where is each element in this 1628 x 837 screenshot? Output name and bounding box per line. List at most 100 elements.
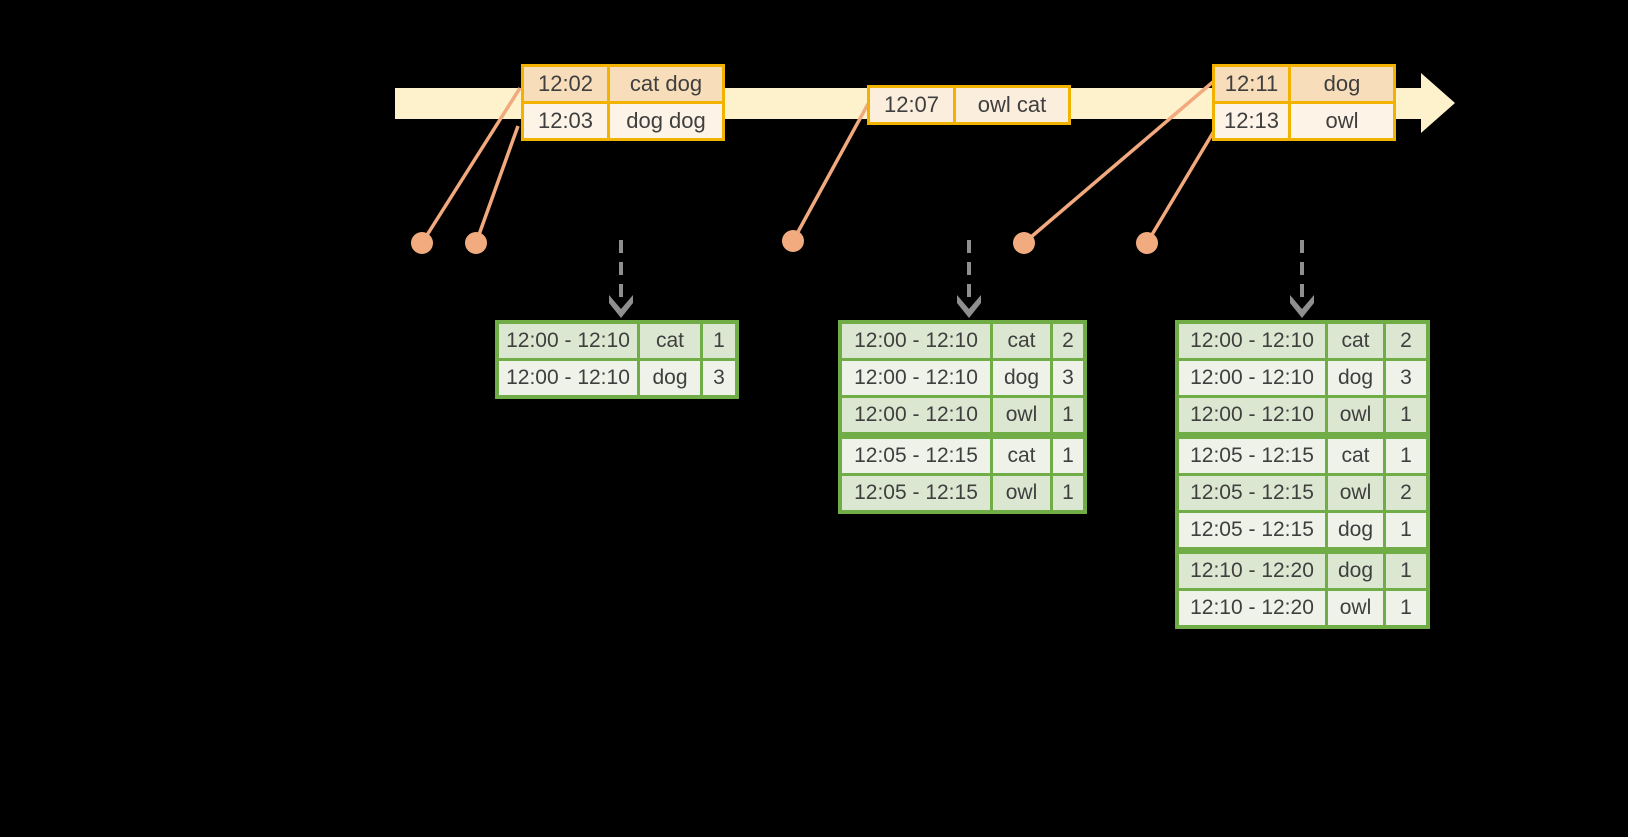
- word-cell: cat: [1328, 324, 1383, 358]
- word-cell: dog: [993, 361, 1050, 395]
- result-row: 12:05 - 12:15 owl 1: [842, 476, 1083, 510]
- count-cell: 1: [1053, 476, 1083, 510]
- window-range: 12:00 - 12:10: [854, 329, 978, 352]
- window-cell: 12:00 - 12:10: [499, 324, 637, 358]
- event-words: owl: [1325, 108, 1359, 133]
- result-row: 12:05 - 12:15 cat 1: [1179, 439, 1426, 473]
- word-cell: cat: [993, 324, 1050, 358]
- window-cell: 12:05 - 12:15: [842, 476, 990, 510]
- event-connector-line: [1022, 79, 1216, 245]
- word-cell: cat: [1328, 439, 1383, 473]
- count: 1: [1400, 559, 1412, 582]
- event-words-cell: dog: [1291, 67, 1393, 101]
- result-row: 12:05 - 12:15 cat 1: [842, 439, 1083, 473]
- result-row: 12:10 - 12:20 owl 1: [1179, 591, 1426, 625]
- window-cell: 12:00 - 12:10: [842, 398, 990, 432]
- result-row: 12:00 - 12:10 dog 3: [842, 361, 1083, 395]
- word-cell: owl: [1328, 398, 1383, 432]
- event-words: dog: [1323, 71, 1361, 96]
- count-cell: 1: [703, 324, 735, 358]
- count: 1: [1400, 518, 1412, 541]
- count-cell: 3: [1386, 361, 1426, 395]
- window-range: 12:00 - 12:10: [506, 366, 630, 389]
- event-connector-line: [1145, 130, 1216, 244]
- word: dog: [652, 366, 688, 389]
- count: 2: [1062, 329, 1074, 352]
- timeline-arrowhead-icon: [1421, 73, 1455, 133]
- count-cell: 3: [1053, 361, 1083, 395]
- window-cell: 12:00 - 12:10: [842, 361, 990, 395]
- window-cell: 12:10 - 12:20: [1179, 591, 1325, 625]
- window-cell: 12:05 - 12:15: [1179, 476, 1325, 510]
- word: cat: [1007, 329, 1036, 352]
- word: cat: [1341, 329, 1370, 352]
- event-time: 12:02: [537, 71, 594, 96]
- window-cell: 12:00 - 12:10: [842, 324, 990, 358]
- count: 1: [1400, 403, 1412, 426]
- window-range: 12:05 - 12:15: [854, 444, 978, 467]
- event-words: owl cat: [977, 92, 1047, 117]
- count-cell: 1: [1053, 398, 1083, 432]
- event-dot: [465, 232, 487, 254]
- count: 2: [1400, 329, 1412, 352]
- window-range: 12:00 - 12:10: [1190, 403, 1314, 426]
- event-connector-line: [420, 87, 522, 244]
- word: cat: [655, 329, 684, 352]
- window-range: 12:00 - 12:10: [854, 403, 978, 426]
- word-cell: owl: [993, 476, 1050, 510]
- result-row: 12:00 - 12:10 cat 2: [1179, 324, 1426, 358]
- event-time: 12:07: [883, 92, 940, 117]
- window-cell: 12:10 - 12:20: [1179, 554, 1325, 588]
- window-cell: 12:05 - 12:15: [1179, 513, 1325, 547]
- word: dog: [1337, 518, 1374, 541]
- result-row: 12:00 - 12:10 dog 3: [499, 361, 735, 395]
- window-range: 12:10 - 12:20: [1190, 559, 1314, 582]
- word-cell: dog: [1328, 361, 1383, 395]
- event-time-cell: 12:03: [524, 104, 607, 138]
- word-cell: dog: [1328, 554, 1383, 588]
- event-connector-line: [791, 103, 870, 242]
- event-dot: [411, 232, 433, 254]
- word-cell: owl: [993, 398, 1050, 432]
- window-range: 12:05 - 12:15: [1190, 518, 1314, 541]
- event-words: cat dog: [629, 71, 703, 96]
- result-row: 12:10 - 12:20 dog 1: [1179, 554, 1426, 588]
- window-cell: 12:00 - 12:10: [1179, 361, 1325, 395]
- event-time: 12:03: [537, 108, 594, 133]
- window-cell: 12:05 - 12:15: [1179, 439, 1325, 473]
- event-row: 12:13 owl: [1215, 104, 1393, 138]
- word-cell: dog: [640, 361, 700, 395]
- window-range: 12:00 - 12:10: [1190, 366, 1314, 389]
- down-arrow-icon: [1290, 295, 1314, 318]
- word: owl: [1339, 403, 1372, 426]
- count-cell: 1: [1386, 439, 1426, 473]
- count: 3: [1400, 366, 1412, 389]
- result-row: 12:05 - 12:15 dog 1: [1179, 513, 1426, 547]
- word-cell: cat: [640, 324, 700, 358]
- word: dog: [1337, 366, 1374, 389]
- count-cell: 1: [1386, 513, 1426, 547]
- window-range: 12:00 - 12:10: [1190, 329, 1314, 352]
- word: cat: [1341, 444, 1370, 467]
- count-cell: 1: [1386, 398, 1426, 432]
- word: owl: [1005, 403, 1038, 426]
- event-words-cell: owl cat: [956, 88, 1068, 122]
- event-row: 12:03 dog dog: [524, 104, 722, 138]
- window-range: 12:10 - 12:20: [1190, 596, 1314, 619]
- word-cell: dog: [1328, 513, 1383, 547]
- event-dot: [782, 230, 804, 252]
- count-cell: 2: [1053, 324, 1083, 358]
- event-dot: [1136, 232, 1158, 254]
- count: 1: [1400, 444, 1412, 467]
- event-table-3: 12:11 dog 12:13 owl: [1212, 64, 1396, 141]
- result-row: 12:00 - 12:10 owl 1: [842, 398, 1083, 432]
- event-time-cell: 12:02: [524, 67, 607, 101]
- word: owl: [1339, 481, 1372, 504]
- down-arrow-icon: [609, 295, 633, 318]
- count: 3: [1062, 366, 1074, 389]
- event-time-cell: 12:11: [1215, 67, 1288, 101]
- event-words-cell: cat dog: [610, 67, 722, 101]
- event-words-cell: owl: [1291, 104, 1393, 138]
- event-table-2: 12:07 owl cat: [867, 85, 1071, 125]
